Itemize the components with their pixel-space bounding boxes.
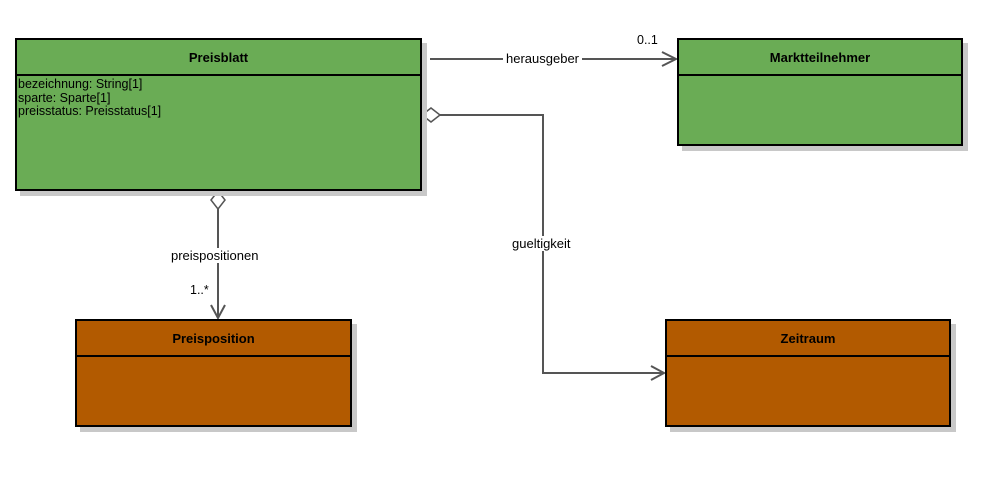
class-marktteilnehmer[interactable]: Marktteilnehmer	[677, 38, 963, 146]
preispositionen-arrowhead	[210, 304, 226, 321]
herausgeber-arrowhead	[661, 51, 679, 67]
class-zeitraum[interactable]: Zeitraum	[665, 319, 951, 427]
association-herausgeber-multiplicity: 0..1	[637, 33, 658, 47]
association-preispositionen-multiplicity: 1..*	[190, 283, 209, 297]
attribute-preisstatus: preisstatus: Preisstatus[1]	[18, 104, 162, 118]
class-preisposition-name: Preisposition	[77, 321, 350, 357]
association-preispositionen-label: preispositionen	[168, 248, 262, 263]
class-preisblatt-name: Preisblatt	[17, 40, 420, 76]
association-herausgeber-label: herausgeber	[503, 51, 582, 66]
gueltigkeit-diamond	[420, 107, 442, 123]
class-zeitraum-name: Zeitraum	[667, 321, 949, 357]
class-preisblatt[interactable]: Preisblatt bezeichnung: String[1] sparte…	[15, 38, 422, 191]
attribute-sparte: sparte: Sparte[1]	[18, 90, 111, 105]
gueltigkeit-arrowhead	[650, 365, 667, 381]
preispositionen-diamond	[210, 189, 226, 211]
attribute-bezeichnung: bezeichnung: String[1]	[18, 77, 143, 91]
class-preisposition[interactable]: Preisposition	[75, 319, 352, 427]
class-marktteilnehmer-name: Marktteilnehmer	[679, 40, 961, 76]
association-gueltigkeit-label: gueltigkeit	[509, 236, 574, 251]
class-preisblatt-attributes: bezeichnung: String[1] sparte: Sparte[1]…	[17, 76, 420, 119]
